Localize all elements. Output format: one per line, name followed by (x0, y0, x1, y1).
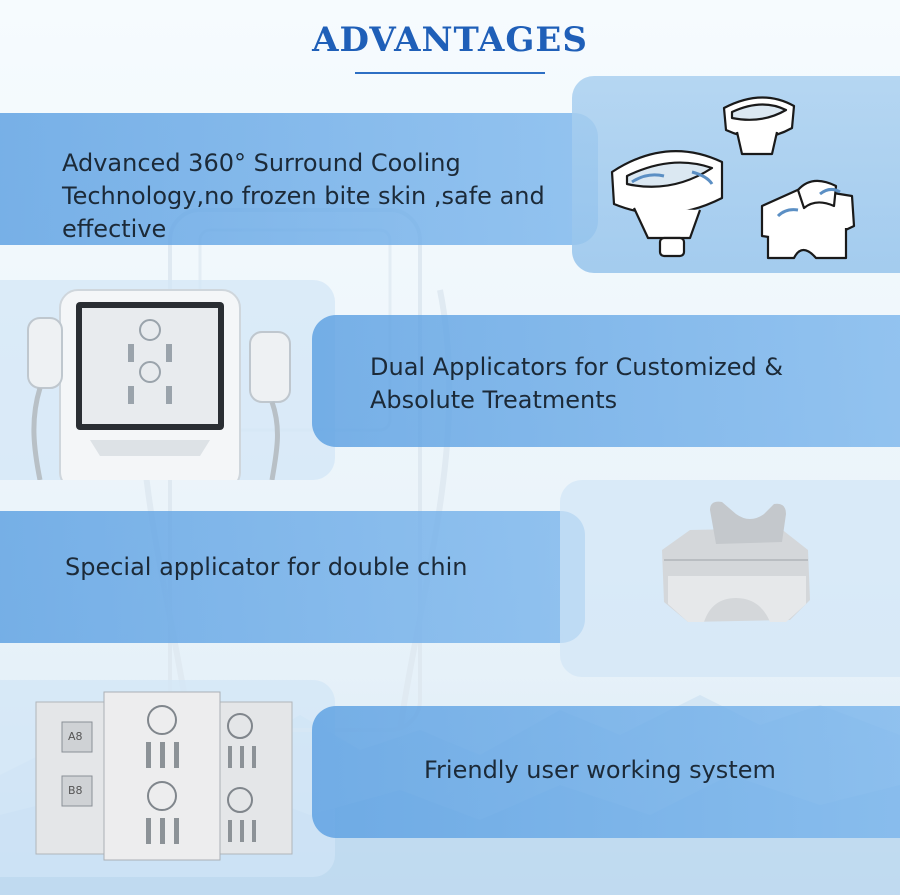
control-panel-screens-icon (35, 691, 293, 861)
feature-band-3: Special applicator for double chin (0, 511, 585, 643)
screen-label-b8: B8 (68, 784, 83, 797)
feature-text-3: Special applicator for double chin (65, 553, 468, 581)
title-underline (355, 72, 545, 74)
applicator-heads-icon (610, 96, 856, 260)
feature-band-1: Advanced 360° Surround Cooling Technolog… (0, 113, 598, 245)
feature-band-2: Dual Applicators for Customized & Absolu… (312, 315, 900, 447)
page-title: ADVANTAGES (312, 20, 588, 60)
feature-card-1 (572, 76, 900, 273)
feature-band-4: Friendly user working system (312, 706, 900, 838)
feature-card-3 (560, 480, 900, 677)
machine-photo-icon (27, 289, 291, 480)
chin-applicator-icon (662, 501, 810, 622)
feature-card-4: A8 B8 (0, 680, 335, 877)
feature-text-1: Advanced 360° Surround Cooling Technolog… (62, 149, 545, 243)
screen-label-a8: A8 (68, 730, 83, 743)
feature-card-2 (0, 280, 335, 480)
feature-text-2: Dual Applicators for Customized & Absolu… (370, 353, 784, 414)
feature-text-4: Friendly user working system (424, 756, 776, 784)
